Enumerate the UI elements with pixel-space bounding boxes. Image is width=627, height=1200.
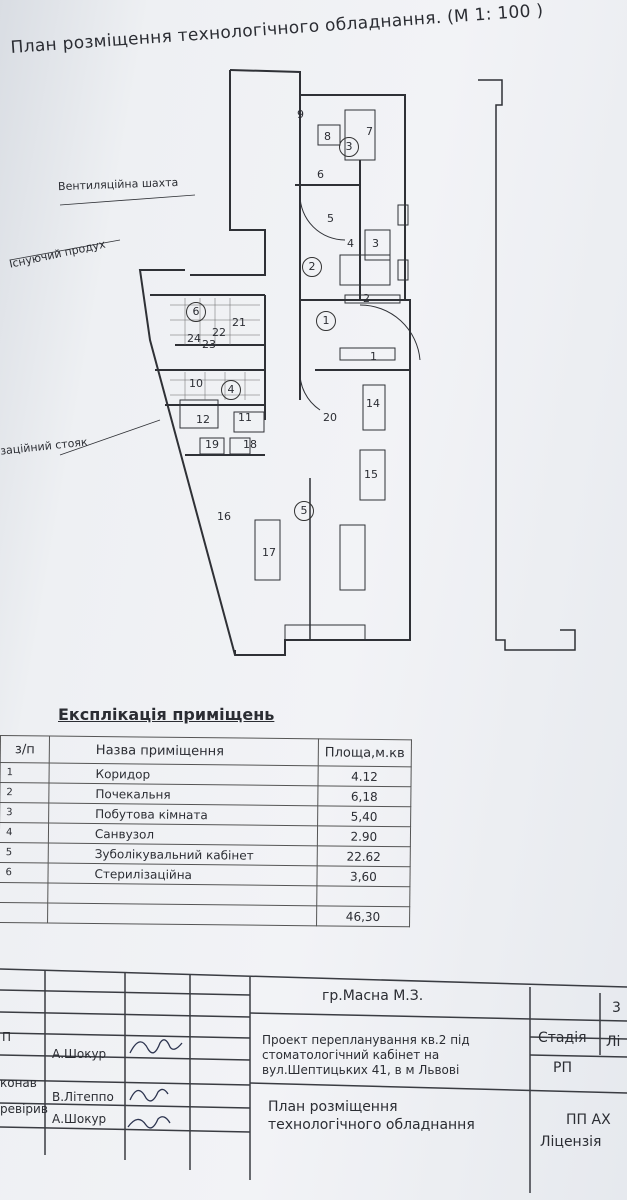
equipment-number: 19 <box>205 438 219 451</box>
equipment-number: 3 <box>372 237 379 250</box>
cell-num: 2 <box>0 782 49 804</box>
company-name: ПП АХ <box>566 1112 611 1128</box>
stage-label: Стадія <box>538 1030 587 1046</box>
stage-value: РП <box>553 1060 572 1076</box>
equipment-number: 12 <box>196 413 210 426</box>
sheet-label: Лі <box>606 1034 621 1050</box>
stamp-row-label: ревірив <box>0 1102 48 1116</box>
equipment-number: 20 <box>323 411 337 424</box>
license-label: Ліцензія <box>540 1134 602 1150</box>
equipment-number: 24 <box>187 332 201 345</box>
table-header-row: з/п Назва приміщення Площа,м.кв <box>0 735 412 767</box>
explication-table: з/п Назва приміщення Площа,м.кв 1 Коридо… <box>0 735 412 927</box>
signature <box>127 1039 183 1129</box>
equipment-number: 6 <box>317 168 324 181</box>
equipment-number: 5 <box>327 212 334 225</box>
equipment-number: 15 <box>364 468 378 481</box>
equipment-number: 10 <box>189 377 203 390</box>
cell-name: Побутова кімната <box>48 803 318 826</box>
stamp-name: А.Шокур <box>52 1112 107 1126</box>
cell-num: 4 <box>0 822 49 844</box>
equipment-number: 7 <box>366 125 373 138</box>
cell-area: 22.62 <box>317 845 411 867</box>
title-block <box>0 968 627 1193</box>
top-left-wall <box>190 70 266 276</box>
cell-name: Зуболікувальний кабінет <box>48 843 318 866</box>
cell-name: Коридор <box>48 763 319 786</box>
header-name: Назва приміщення <box>49 736 319 766</box>
header-area: Площа,м.кв <box>318 738 412 767</box>
cell-num: 5 <box>0 842 49 864</box>
room-number: 4 <box>221 380 241 400</box>
room-number: 6 <box>186 302 206 322</box>
equipment-number: 2 <box>363 292 370 305</box>
equipment-number: 8 <box>324 130 331 143</box>
cell-num: 1 <box>0 762 50 784</box>
equipment-number: 21 <box>232 316 246 329</box>
equipment-number: 22 <box>212 326 226 339</box>
stamp-row-label: П <box>2 1030 12 1044</box>
equipment-number: 9 <box>297 108 304 121</box>
table-row-total: 46,30 <box>0 902 410 927</box>
room-number: 3 <box>339 137 359 157</box>
owner-name: гр.Масна М.З. <box>322 988 424 1004</box>
room-number: 5 <box>294 501 314 521</box>
cell-num: 6 <box>0 862 49 884</box>
stamp-name: А.Шокур <box>52 1047 107 1061</box>
cell-area: 4.12 <box>317 765 412 787</box>
stamp-name: В.Літеппо <box>52 1090 114 1104</box>
cell-area: 3,60 <box>316 865 410 887</box>
explication-title: Експлікація приміщень <box>58 705 275 724</box>
equipment-number: 11 <box>238 411 252 424</box>
equipment-number: 4 <box>347 237 354 250</box>
stamp-row-label: конав <box>0 1076 37 1090</box>
project-description: Проект перепланування кв.2 під стоматоло… <box>262 1033 470 1077</box>
cell-area: 2.90 <box>317 825 411 847</box>
sheet-number: 3 <box>612 1000 621 1016</box>
header-num: з/п <box>0 735 50 764</box>
room-number: 1 <box>316 311 336 331</box>
cell-name: Почекальня <box>48 783 318 806</box>
equipment-number: 17 <box>262 546 276 559</box>
cell-name: Санвузол <box>48 823 318 846</box>
equipment-number: 23 <box>202 338 216 351</box>
equipment-number: 1 <box>370 350 377 363</box>
cell-num: 3 <box>0 802 49 824</box>
cell-area: 6,18 <box>317 785 411 807</box>
room-number: 2 <box>302 257 322 277</box>
sheet-title: План розміщення технологічного обладнанн… <box>268 1099 475 1133</box>
equipment-number: 18 <box>243 438 257 451</box>
equipment-number: 14 <box>366 397 380 410</box>
total-area: 46,30 <box>316 905 410 927</box>
floor-plan-drawing <box>9 69 576 656</box>
cell-area: 5,40 <box>317 805 411 827</box>
cell-name: Стерилізаційна <box>47 863 318 886</box>
equipment-number: 16 <box>217 510 231 523</box>
